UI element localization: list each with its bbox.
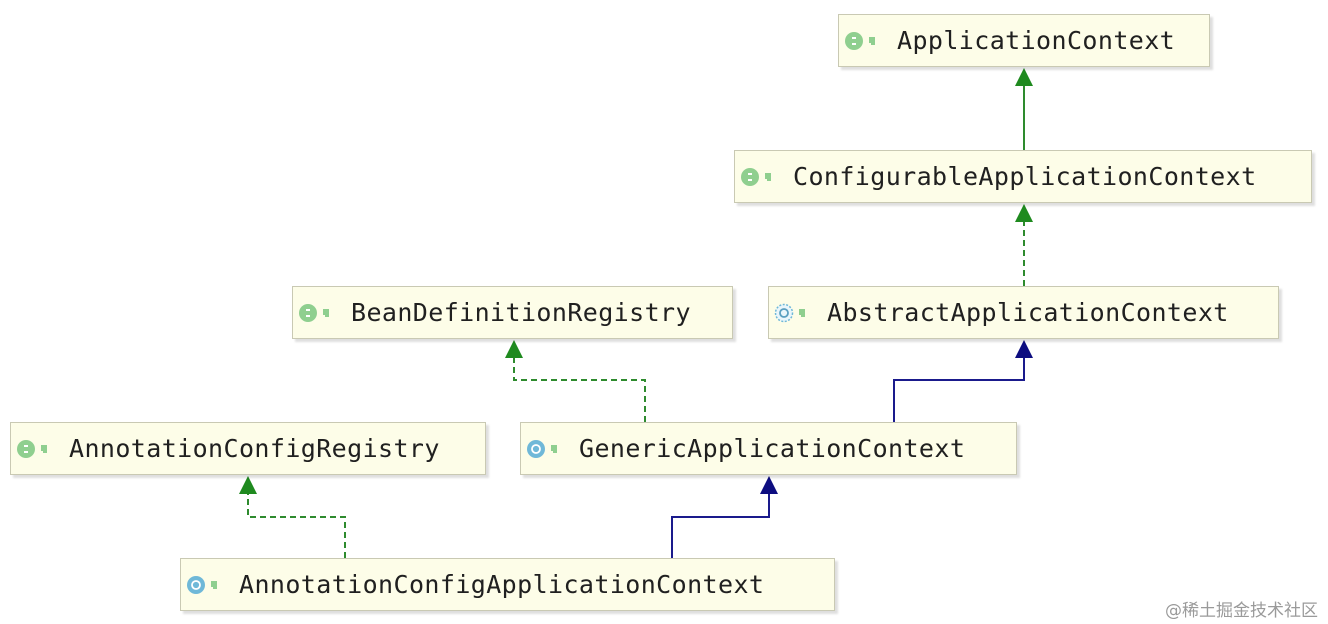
class-icon <box>527 439 557 458</box>
interface-icon <box>741 167 771 186</box>
node-generic-application-context[interactable]: GenericApplicationContext <box>520 422 1017 475</box>
node-label: GenericApplicationContext <box>579 434 966 463</box>
edge-generic-to-beandefinitionregistry <box>505 340 646 422</box>
node-configurable-application-context[interactable]: ConfigurableApplicationContext <box>734 150 1312 203</box>
edge-annotationconfigappctx-to-generic <box>671 476 778 558</box>
edge-generic-to-abstract <box>893 340 1033 422</box>
node-label: ConfigurableApplicationContext <box>793 162 1257 191</box>
node-label: AnnotationConfigApplicationContext <box>239 570 765 599</box>
edge-configurable-to-applicationcontext <box>1015 68 1033 150</box>
class-icon <box>187 575 217 594</box>
node-annotation-config-application-context[interactable]: AnnotationConfigApplicationContext <box>180 558 835 611</box>
edge-abstract-to-configurable <box>1015 204 1033 286</box>
abstract-class-icon <box>774 303 805 322</box>
interface-icon <box>299 303 329 322</box>
interface-icon <box>845 31 875 50</box>
watermark: @稀土掘金技术社区 <box>1165 601 1318 621</box>
node-label: AbstractApplicationContext <box>827 298 1229 327</box>
edge-annotationconfigappctx-to-annotationconfigregistry <box>239 476 346 558</box>
node-annotation-config-registry[interactable]: AnnotationConfigRegistry <box>10 422 486 475</box>
node-label: ApplicationContext <box>897 26 1176 55</box>
node-label: BeanDefinitionRegistry <box>351 298 691 327</box>
interface-icon <box>17 439 47 458</box>
node-abstract-application-context[interactable]: AbstractApplicationContext <box>768 286 1279 339</box>
node-bean-definition-registry[interactable]: BeanDefinitionRegistry <box>292 286 733 339</box>
node-label: AnnotationConfigRegistry <box>69 434 440 463</box>
node-application-context[interactable]: ApplicationContext <box>838 14 1210 67</box>
